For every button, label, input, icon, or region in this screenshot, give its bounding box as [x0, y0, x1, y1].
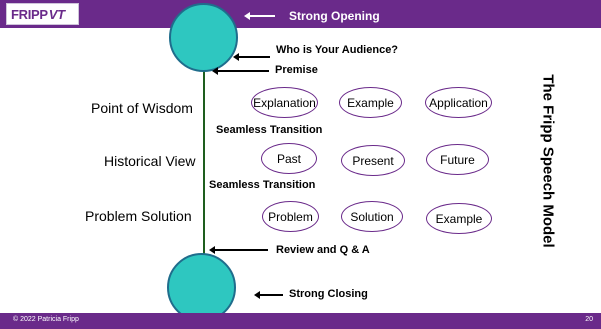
review-arrow-icon [209, 246, 268, 253]
row-label-historical-view: Historical View [104, 153, 196, 169]
timeline-line [203, 65, 205, 255]
oval-example: Example [339, 87, 402, 118]
seamless-transition-2: Seamless Transition [209, 179, 316, 191]
audience-label: Who is Your Audience? [276, 44, 399, 56]
strong-opening-arrow-icon [244, 12, 275, 19]
oval-future: Future [426, 144, 489, 175]
premise-label: Premise [275, 64, 318, 76]
header-band: FRIPPVT [0, 0, 601, 28]
oval-solution: Solution [341, 201, 403, 232]
speech-model-title: The Fripp Speech Model [539, 74, 557, 248]
copyright-text: © 2022 Patricia Fripp [13, 316, 79, 323]
logo-main-text: FRIPP [11, 7, 48, 22]
footer-band: © 2022 Patricia Fripp 20 [0, 313, 601, 329]
oval-past: Past [261, 143, 317, 174]
row-label-problem-solution: Problem Solution [85, 208, 192, 224]
review-label: Review and Q & A [276, 244, 370, 256]
oval-problem: Problem [262, 201, 319, 232]
strong-closing-arrow-icon [254, 291, 283, 298]
page-number: 20 [585, 316, 593, 323]
fripp-vt-logo: FRIPPVT [6, 3, 79, 25]
oval-explanation: Explanation [251, 87, 318, 118]
logo-accent-text: VT [48, 7, 65, 22]
strong-closing-label: Strong Closing [289, 288, 368, 300]
oval-present: Present [341, 145, 405, 176]
row-label-point-of-wisdom: Point of Wisdom [91, 100, 193, 116]
oval-example-2: Example [426, 203, 492, 234]
seamless-transition-1: Seamless Transition [216, 124, 323, 136]
opening-circle [169, 3, 238, 72]
closing-circle [167, 253, 236, 322]
oval-application: Application [425, 87, 492, 118]
audience-arrow-icon [233, 53, 270, 60]
strong-opening-label: Strong Opening [289, 9, 380, 23]
logo-text: FRIPPVT [11, 7, 65, 22]
premise-arrow-icon [212, 67, 269, 74]
